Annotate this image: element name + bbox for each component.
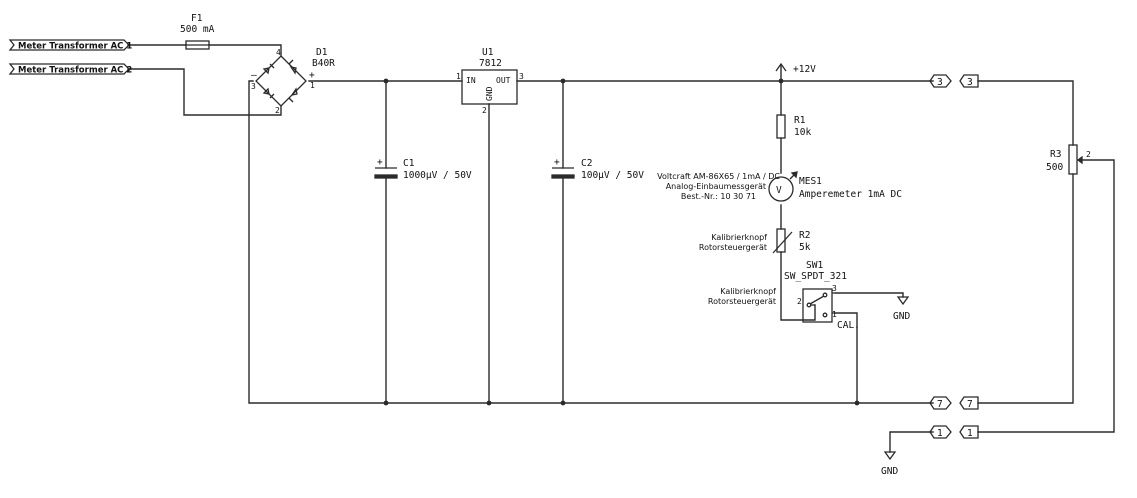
fuse-ref: F1 — [191, 13, 203, 24]
regulator-u1: U1 7812 IN OUT GND 1 3 2 — [456, 47, 524, 115]
r2-note2: Rotorsteuergerät — [699, 243, 767, 252]
r1-ref: R1 — [794, 115, 806, 126]
label-ac2-text: Meter Transformer AC 2 — [18, 66, 132, 76]
reg-ref: U1 — [482, 47, 494, 58]
sw-note1: Kalibrierknopf — [720, 287, 776, 296]
connector-out-7-text: 7 — [937, 399, 943, 410]
reg-value: 7812 — [479, 58, 502, 69]
bridge-pin1: 1 — [310, 81, 315, 90]
r3-value: 500 — [1046, 162, 1063, 173]
bridge-pin-plus: + — [309, 70, 315, 81]
reg-out: OUT — [496, 76, 511, 85]
sw-ref: SW1 — [806, 260, 823, 271]
r1-value: 10k — [794, 127, 811, 138]
label-ac1: Meter Transformer AC 1 — [8, 39, 132, 52]
label-ac2: Meter Transformer AC 2 — [8, 63, 132, 76]
reg-pin1: 1 — [456, 72, 461, 81]
connector-out-3: 3 — [929, 74, 952, 88]
bridge-pin3: 3 — [251, 82, 256, 91]
resistor-r2: R2 5k Kalibrierknopf Rotorsteuergerät — [699, 228, 811, 254]
c1-value: 1000µV / 50V — [403, 170, 472, 181]
reg-pin3: 3 — [519, 72, 524, 81]
connector-in-3: 3 — [959, 74, 979, 88]
ground-symbol-switch: GND — [893, 296, 910, 322]
capacitor-c2: + C2 100µV / 50V — [551, 157, 644, 181]
r3-ref: R3 — [1050, 149, 1061, 160]
sw-cal: CAL. — [837, 320, 860, 331]
meter-ref: MES1 — [799, 176, 822, 187]
wires — [127, 44, 1115, 453]
reg-in: IN — [466, 76, 476, 85]
c2-ref: C2 — [581, 158, 592, 169]
connector-in-3-text: 3 — [967, 77, 973, 88]
reg-pin2: 2 — [482, 106, 487, 115]
switch-sw1: SW1 SW_SPDT_321 Kalibrierknopf Rotorsteu… — [708, 260, 860, 331]
bridge-pin2: 2 — [275, 106, 280, 115]
c2-value: 100µV / 50V — [581, 170, 644, 181]
reg-gnd: GND — [485, 86, 494, 101]
connector-out-1: 1 — [929, 425, 952, 439]
sw-pin2: 2 — [797, 297, 802, 306]
connector-in-7-text: 7 — [967, 399, 973, 410]
meter-symbol: V — [776, 185, 782, 196]
sw-note2: Rotorsteuergerät — [708, 297, 776, 306]
connector-in-1-text: 1 — [967, 428, 973, 439]
bridge-pin-minus: – — [251, 70, 257, 81]
c2-plus: + — [554, 157, 560, 168]
meter-note3: Best.-Nr.: 10 30 71 — [681, 192, 756, 201]
power-net-label: +12V — [793, 64, 816, 75]
sw-value: SW_SPDT_321 — [784, 271, 847, 282]
bridge-pin4: 4 — [276, 48, 281, 57]
resistor-r1: R1 10k — [776, 114, 811, 139]
power-12v-symbol: +12V — [775, 62, 816, 75]
r2-value: 5k — [799, 242, 811, 253]
connector-out-1-text: 1 — [937, 428, 943, 439]
potentiometer-r3: R3 500 2 — [1046, 144, 1091, 175]
sw-pin1: 1 — [832, 310, 837, 319]
meter-value: Amperemeter 1mA DC — [799, 189, 902, 200]
c1-plus: + — [377, 157, 383, 168]
connector-in-7: 7 — [959, 396, 979, 410]
c1-ref: C1 — [403, 158, 415, 169]
fuse-f1: F1 500 mA — [180, 13, 215, 50]
meter-note2: Analog-Einbaumessgerät — [666, 182, 766, 191]
ground-symbol-bottom: GND — [881, 451, 898, 477]
connector-out-7: 7 — [929, 396, 952, 410]
meter-mes1: V MES1 Amperemeter 1mA DC Voltcraft AM-8… — [657, 171, 902, 202]
connector-out-3-text: 3 — [937, 77, 943, 88]
r3-pin2: 2 — [1086, 150, 1091, 159]
connector-in-1: 1 — [959, 425, 979, 439]
sw-pin3: 3 — [832, 284, 837, 293]
r2-note1: Kalibrierknopf — [711, 233, 767, 242]
bridge-rectifier-d1: D1 B40R + – 1 3 2 4 — [251, 47, 335, 115]
capacitor-c1: + C1 1000µV / 50V — [374, 157, 472, 181]
meter-note1: Voltcraft AM-86X65 / 1mA / DC — [657, 172, 780, 181]
gnd-bottom-label: GND — [881, 466, 898, 477]
bridge-value: B40R — [312, 58, 335, 69]
gnd-switch-label: GND — [893, 311, 910, 322]
fuse-value: 500 mA — [180, 24, 215, 35]
junctions — [383, 78, 860, 406]
bridge-ref: D1 — [316, 47, 328, 58]
label-ac1-text: Meter Transformer AC 1 — [18, 42, 132, 52]
r2-ref: R2 — [799, 230, 810, 241]
